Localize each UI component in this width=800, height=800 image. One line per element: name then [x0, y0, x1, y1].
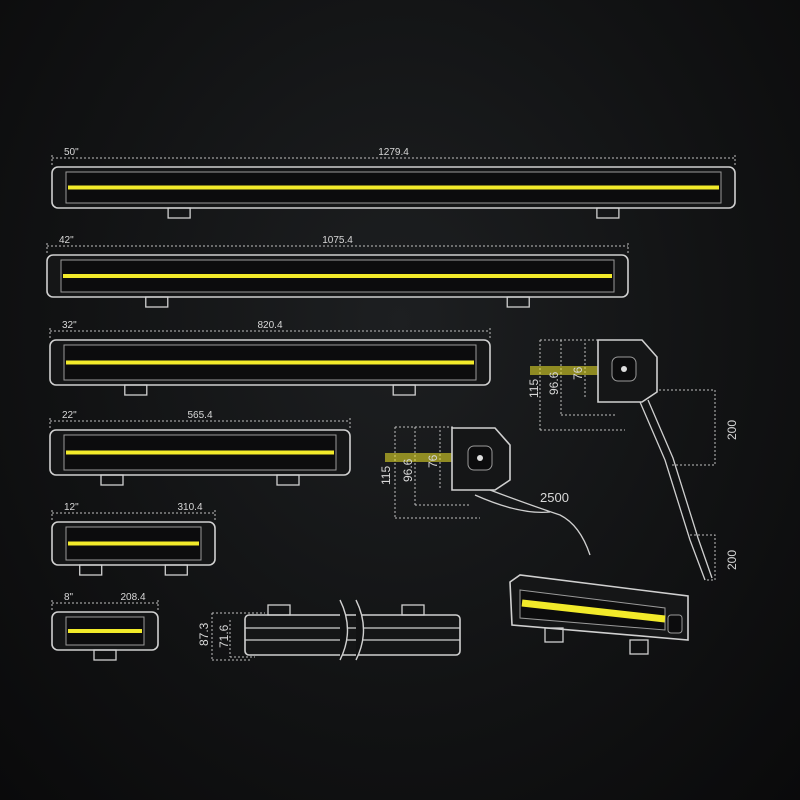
bar-size-label: 8" [64, 592, 74, 603]
length-dimension-line [51, 600, 159, 612]
end2-height-76: 76 [571, 366, 585, 380]
length-dimension-line [51, 155, 736, 167]
bar-size-label: 32" [62, 320, 77, 331]
light-bar-5: 8" 208.4 [51, 592, 159, 661]
mounting-bracket [392, 384, 416, 396]
end2-cable-length-1: 200 [725, 420, 739, 440]
bar-length-label: 208.4 [120, 592, 145, 603]
bar-length-label: 820.4 [257, 320, 282, 331]
end2-height-96-6: 96.6 [547, 371, 561, 395]
end1-height-96-6: 96.6 [401, 458, 415, 482]
end-view-cable-200: 115 96.6 76 200 200 [527, 339, 739, 581]
side-view: 87.3 71.6 [197, 599, 461, 661]
side-height-body-label: 71.6 [217, 624, 231, 648]
bar-size-label: 50" [64, 147, 79, 158]
mounting-bracket [276, 474, 300, 486]
light-bar-0: 50" 1279.4 [51, 147, 736, 219]
light-bar-3: 22" 565.4 [49, 410, 351, 486]
mounting-bracket [124, 384, 148, 396]
length-dimension-line [51, 510, 216, 522]
side-height-total-label: 87.3 [197, 622, 211, 646]
bar-length-label: 565.4 [187, 410, 212, 421]
end1-cable-length: 2500 [540, 490, 569, 505]
perspective-view [509, 574, 689, 655]
length-dimension-line [49, 328, 491, 340]
mounting-bracket [79, 564, 103, 576]
mounting-bracket [164, 564, 188, 576]
bar-length-label: 1279.4 [378, 147, 409, 158]
mounting-bracket [145, 296, 169, 308]
mounting-bracket [506, 296, 530, 308]
mounting-bracket [167, 207, 191, 219]
end2-height-115: 115 [527, 379, 541, 398]
end1-height-76: 76 [426, 454, 440, 468]
mounting-bracket [596, 207, 620, 219]
bar-size-label: 22" [62, 410, 77, 421]
bar-length-label: 1075.4 [322, 235, 353, 246]
light-bar-1: 42" 1075.4 [46, 235, 629, 308]
length-dimension-line [49, 418, 351, 430]
mounting-bracket [93, 649, 117, 661]
length-dimension-line [46, 243, 629, 255]
bar-length-label: 310.4 [177, 502, 202, 513]
end2-cable-length-2: 200 [725, 550, 739, 570]
light-bar-2: 32" 820.4 [49, 320, 491, 396]
light-bar-4: 12" 310.4 [51, 502, 216, 576]
bar-size-label: 12" [64, 502, 79, 513]
end-view-cable-2500: 115 96.6 76 2500 [379, 426, 591, 556]
end1-height-115: 115 [379, 466, 393, 485]
bar-size-label: 42" [59, 235, 74, 246]
mounting-bracket [100, 474, 124, 486]
